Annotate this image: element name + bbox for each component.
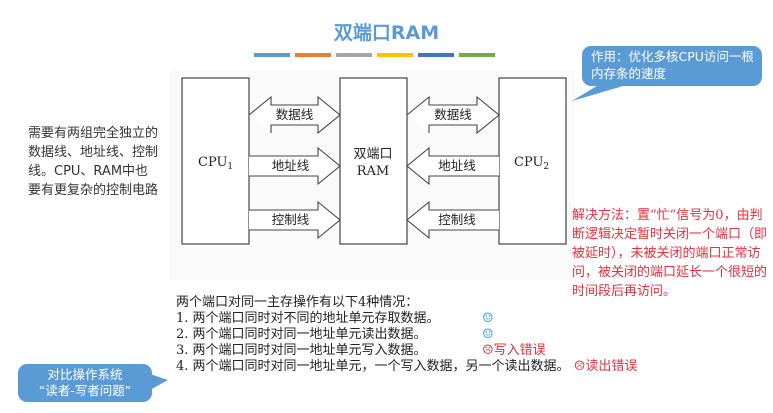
sad-face-icon: ☹: [573, 359, 586, 374]
right-bus-2-label: 控制线: [438, 212, 476, 227]
sad-face-icon: ☹: [482, 343, 494, 358]
cpu2-label: CPU2: [514, 155, 549, 172]
case-text: 2. 两个端口同时对同一地址单元读出数据。: [176, 327, 427, 342]
left-bus-1-arrow: [249, 146, 341, 186]
left-bus-1-label: 地址线: [272, 158, 310, 173]
error-label: 写入错误: [493, 343, 546, 358]
right-bus-0-arrow: [406, 95, 500, 135]
case-error: ☹写入错误: [482, 343, 546, 359]
right-bus-2-arrow: [406, 200, 499, 240]
case-item: 2. 两个端口同时对同一地址单元读出数据。 ☺: [176, 327, 637, 343]
ram-label-line2: RAM: [357, 164, 390, 179]
error-label: 读出错误: [585, 359, 638, 374]
ram-box: [339, 77, 408, 245]
cases-intro: 两个端口对同一主存操作有以下4种情况：: [176, 295, 419, 310]
cases-list: 两个端口对同一主存操作有以下4种情况： 1. 两个端口同时对不同的地址单元存取数…: [176, 295, 637, 375]
ram-label-line1: 双端口: [353, 147, 392, 162]
slide-title: 双端口RAM: [333, 22, 440, 44]
case-item: 4. 两个端口同时对同一地址单元，一个写入数据，另一个读出数据。 ☹读出错误: [176, 359, 637, 375]
title-color-bars: [254, 53, 495, 57]
cpu1-label: CPU1: [198, 155, 233, 172]
left-bus-0-arrow: [248, 95, 341, 135]
solution-note: 解决方法：置“忙”信号为0，由判断逻辑决定暂时关闭一个端口（即被延时），未被关闭…: [572, 208, 768, 299]
case-item: 1. 两个端口同时对不同的地址单元存取数据。 ☺: [176, 311, 637, 327]
left-bus-2-label: 控制线: [272, 212, 310, 227]
smile-icon: ☺: [482, 327, 494, 342]
left-bus-0-label: 数据线: [276, 107, 314, 122]
right-bus-1-label: 地址线: [438, 158, 476, 173]
color-bar: [377, 53, 413, 57]
smile-icon: ☺: [482, 311, 494, 326]
color-bar: [336, 53, 372, 57]
color-bar: [295, 53, 331, 57]
callout-line: “读者-写者问题”: [38, 383, 132, 398]
left-bus-2-arrow: [249, 200, 341, 240]
callout-bottom-tail: [150, 374, 168, 390]
callout-purpose: 作用：优化多核CPU访问一根内存条的速度: [582, 46, 762, 86]
cpu2-box: [498, 77, 567, 245]
case-text: 1. 两个端口同时对不同的地址单元存取数据。: [176, 311, 440, 326]
color-bar: [418, 53, 454, 57]
color-bar: [254, 53, 290, 57]
callout-line: 对比操作系统: [47, 367, 123, 382]
callout-top-tail: [572, 84, 630, 101]
case-text: 4. 两个端口同时对同一地址单元，一个写入数据，另一个读出数据。: [176, 359, 570, 374]
color-bar: [459, 53, 495, 57]
right-bus-0-label: 数据线: [434, 107, 472, 122]
case-error: ☹读出错误: [574, 359, 638, 374]
right-bus-1-arrow: [406, 146, 499, 186]
case-text: 3. 两个端口同时对同一地址单元写入数据。: [176, 343, 427, 358]
left-note: 需要有两组完全独立的数据线、地址线、控制线。CPU、RAM中也要有更复杂的控制电…: [28, 126, 159, 198]
callout-readers-writers: 对比操作系统 “读者-写者问题”: [18, 364, 152, 402]
case-item: 3. 两个端口同时对同一地址单元写入数据。 ☹写入错误: [176, 343, 637, 359]
